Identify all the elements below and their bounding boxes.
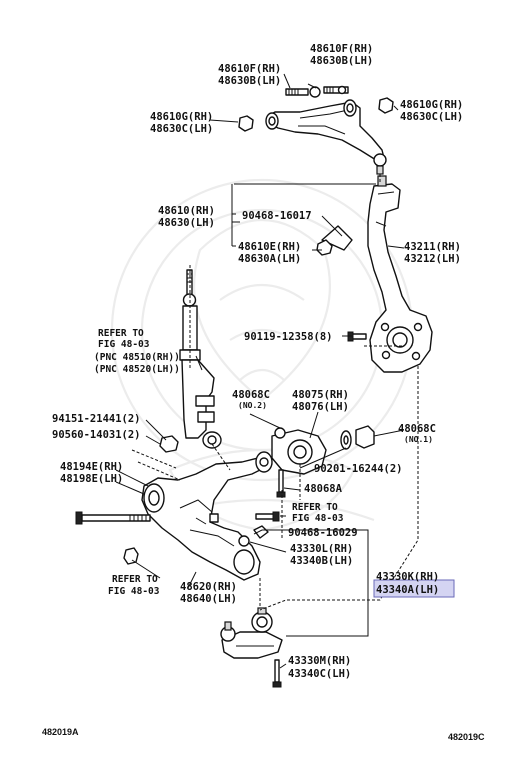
label-48640-lh: 48640(LH) bbox=[180, 593, 237, 605]
label-fig-48-03-upper: FIG 48-03 bbox=[98, 339, 150, 350]
label-refer-to-middle: REFER TO bbox=[292, 502, 338, 513]
label-fig-48-03-middle: FIG 48-03 bbox=[292, 513, 344, 524]
label-48076-lh: 48076(LH) bbox=[292, 401, 349, 413]
lower-ball-joint bbox=[220, 607, 283, 659]
label-43340c-lh: 43340C(LH) bbox=[288, 668, 351, 680]
label-48630c-lh-left: 48630C(LH) bbox=[150, 123, 213, 135]
label-fig-48-03-lower: FIG 48-03 bbox=[108, 586, 160, 597]
label-refer-to-upper: REFER TO bbox=[98, 328, 144, 339]
label-48198e-lh: 48198E(LH) bbox=[60, 473, 123, 485]
label-90119-12358: 90119-12358(8) bbox=[244, 331, 333, 343]
label-48194e-rh: 48194E(RH) bbox=[60, 461, 123, 473]
diagram-code-left: 482019A bbox=[42, 727, 79, 737]
label-48630a-lh: 48630A(LH) bbox=[238, 253, 301, 265]
label-43330m-rh: 43330M(RH) bbox=[288, 655, 351, 667]
ball-joint-bolt-43330m bbox=[272, 659, 282, 688]
label-no1: (NO.1) bbox=[404, 435, 433, 444]
lower-arm-bolt-right bbox=[255, 511, 280, 522]
label-48610f-rh-left: 48610F(RH) bbox=[218, 63, 281, 75]
label-refer-to-lower: REFER TO bbox=[112, 574, 158, 585]
label-48630c-lh-right: 48630C(LH) bbox=[400, 111, 463, 123]
label-48610g-rh-left: 48610G(RH) bbox=[150, 111, 213, 123]
highlighted-part-box bbox=[373, 579, 455, 598]
label-90468-16029: 90468-16029 bbox=[288, 527, 358, 539]
label-no2: (NO.2) bbox=[238, 401, 267, 410]
label-48620-rh: 48620(RH) bbox=[180, 581, 237, 593]
leader-lines bbox=[115, 73, 419, 669]
label-43330l-rh: 43330L(RH) bbox=[290, 543, 353, 555]
brake-hose-bracket bbox=[316, 225, 353, 256]
label-94151-21441: 94151-21441(2) bbox=[52, 413, 141, 425]
bushing-washer-left bbox=[274, 427, 286, 439]
upper-control-arm bbox=[265, 99, 387, 175]
label-48610-rh: 48610(RH) bbox=[158, 205, 215, 217]
diagram-code-right: 482019C bbox=[448, 732, 485, 742]
label-90468-16017: 90468-16017 bbox=[242, 210, 312, 222]
label-pnc-48510: (PNC 48510(RH)) bbox=[94, 352, 180, 363]
lower-control-arm bbox=[141, 451, 273, 581]
lower-arm-bolt-48194e bbox=[75, 511, 151, 525]
bushing-nut-right bbox=[355, 425, 375, 449]
label-48630b-lh-left: 48630B(LH) bbox=[218, 75, 281, 87]
label-48610f-rh-top: 48610F(RH) bbox=[310, 43, 373, 55]
bracket-bolt-48068a bbox=[276, 469, 286, 498]
lower-arm-nut-left bbox=[123, 547, 139, 565]
label-48068c-left: 48068C bbox=[232, 389, 270, 401]
upper-arm-nut-left bbox=[238, 115, 254, 132]
label-48610e-rh: 48610E(RH) bbox=[238, 241, 301, 253]
label-48068a: 48068A bbox=[304, 483, 343, 495]
label-43330k-rh: 43330K(RH) bbox=[376, 571, 439, 583]
label-90560-14031: 90560-14031(2) bbox=[52, 429, 141, 441]
label-48630b-lh-top: 48630B(LH) bbox=[310, 55, 373, 67]
label-43340a-lh: 43340A(LH) bbox=[376, 584, 439, 596]
label-48630-lh: 48630(LH) bbox=[158, 217, 215, 229]
label-48610g-rh-right: 48610G(RH) bbox=[400, 99, 463, 111]
steering-knuckle bbox=[367, 175, 433, 373]
label-48075-rh: 48075(RH) bbox=[292, 389, 349, 401]
label-43212-lh: 43212(LH) bbox=[404, 253, 461, 265]
label-43340b-lh: 43340B(LH) bbox=[290, 555, 353, 567]
label-pnc-48520: (PNC 48520(LH)) bbox=[94, 364, 180, 375]
shock-nut bbox=[159, 435, 179, 453]
bushing-washer-right bbox=[340, 430, 352, 450]
label-48068c-right: 48068C bbox=[398, 423, 436, 435]
part-labels: 48610F(RH) 48630B(LH) 48610F(RH) 48630B(… bbox=[52, 43, 463, 680]
label-43211-rh: 43211(RH) bbox=[404, 241, 461, 253]
bracket-90468-16029 bbox=[253, 525, 269, 539]
shock-absorber bbox=[179, 269, 222, 449]
label-90201-16244: 90201-16244(2) bbox=[314, 463, 403, 475]
upper-arm-bolt bbox=[285, 85, 349, 98]
upper-arm-nut-right bbox=[378, 97, 394, 114]
bolt-43330l bbox=[238, 535, 250, 547]
